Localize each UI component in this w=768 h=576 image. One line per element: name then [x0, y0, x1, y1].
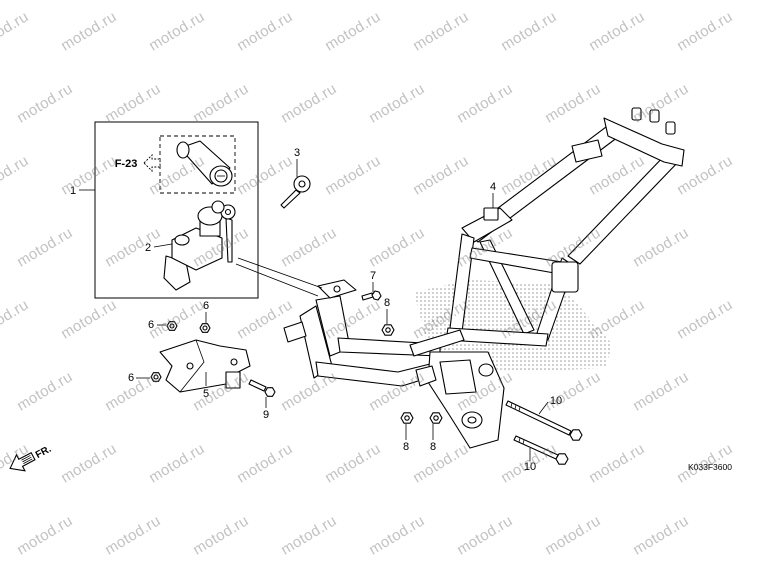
long-bolt-part-10: [505, 400, 583, 441]
diagonal-tube: [409, 329, 465, 357]
callout-6: 6: [148, 319, 154, 331]
drawing-code: K033F3600: [688, 462, 732, 472]
small-mount-tab: [415, 365, 437, 387]
pivot-boss-hole: [467, 416, 477, 424]
key-cylinder: [176, 140, 233, 187]
callout-8: 8: [430, 441, 436, 453]
callout-5: 5: [203, 388, 209, 400]
callout-4: 4: [490, 181, 496, 193]
assembly-pointer-line: [235, 263, 319, 297]
callout-7: 7: [370, 270, 376, 282]
front-direction-label: FR.: [34, 444, 54, 461]
key-blade: [225, 217, 233, 263]
assembly-pointer-line: [237, 257, 323, 289]
key-head: [211, 200, 225, 214]
nut-part-6: [199, 323, 211, 333]
callout-2: 2: [145, 242, 151, 254]
nut-part-8: [381, 324, 395, 336]
front-arrow-icon: [9, 451, 36, 472]
rear-cross-member: [603, 117, 685, 167]
rear-mount-boss: [649, 109, 660, 123]
assembly-box: [94, 121, 259, 299]
upper-right-frame-rail: [567, 151, 681, 265]
callout-6: 6: [128, 372, 134, 384]
callout-6: 6: [203, 300, 209, 312]
main-frame: [283, 107, 685, 449]
callout-3: 3: [294, 147, 300, 159]
rail-bracket: [571, 139, 603, 163]
callout-1: 1: [70, 185, 76, 197]
nut-part-6: [166, 321, 178, 331]
middle-cross-member: [469, 247, 563, 275]
reference-label: F-23: [115, 158, 138, 170]
key-cylinder-box: [159, 135, 236, 194]
callout-leader-lines: [79, 159, 549, 461]
upper-hanger-boss: [478, 363, 494, 377]
long-bolt-part-10: [513, 435, 569, 465]
nut-part-8: [400, 412, 414, 424]
engine-hanger-inner-plate: [439, 359, 477, 395]
callout-8: 8: [384, 297, 390, 309]
head-bracket-hole: [333, 285, 341, 293]
bracket-part-5: [159, 339, 251, 393]
bolt-part-9: [248, 379, 276, 397]
nut-part-8: [429, 412, 443, 424]
inner-tube: [479, 239, 535, 335]
callout-10: 10: [524, 461, 536, 473]
callout-9: 9: [263, 409, 269, 421]
rear-side-bracket: [551, 261, 579, 293]
rear-mount-boss: [631, 107, 642, 121]
lower-floor-tube: [315, 361, 435, 387]
nut-part-6: [150, 372, 162, 382]
callout-8: 8: [403, 441, 409, 453]
front-direction-indicator: FR.: [9, 444, 54, 472]
callout-10: 10: [550, 395, 562, 407]
bracket-part-4: [483, 207, 499, 221]
left-stay: [283, 321, 307, 343]
ignition-switch: [163, 200, 236, 291]
rear-mount-boss: [665, 121, 676, 135]
key-blank-part-3: [280, 175, 311, 209]
reference-arrow-icon: [143, 153, 161, 173]
bolt-part-7: [361, 290, 382, 301]
